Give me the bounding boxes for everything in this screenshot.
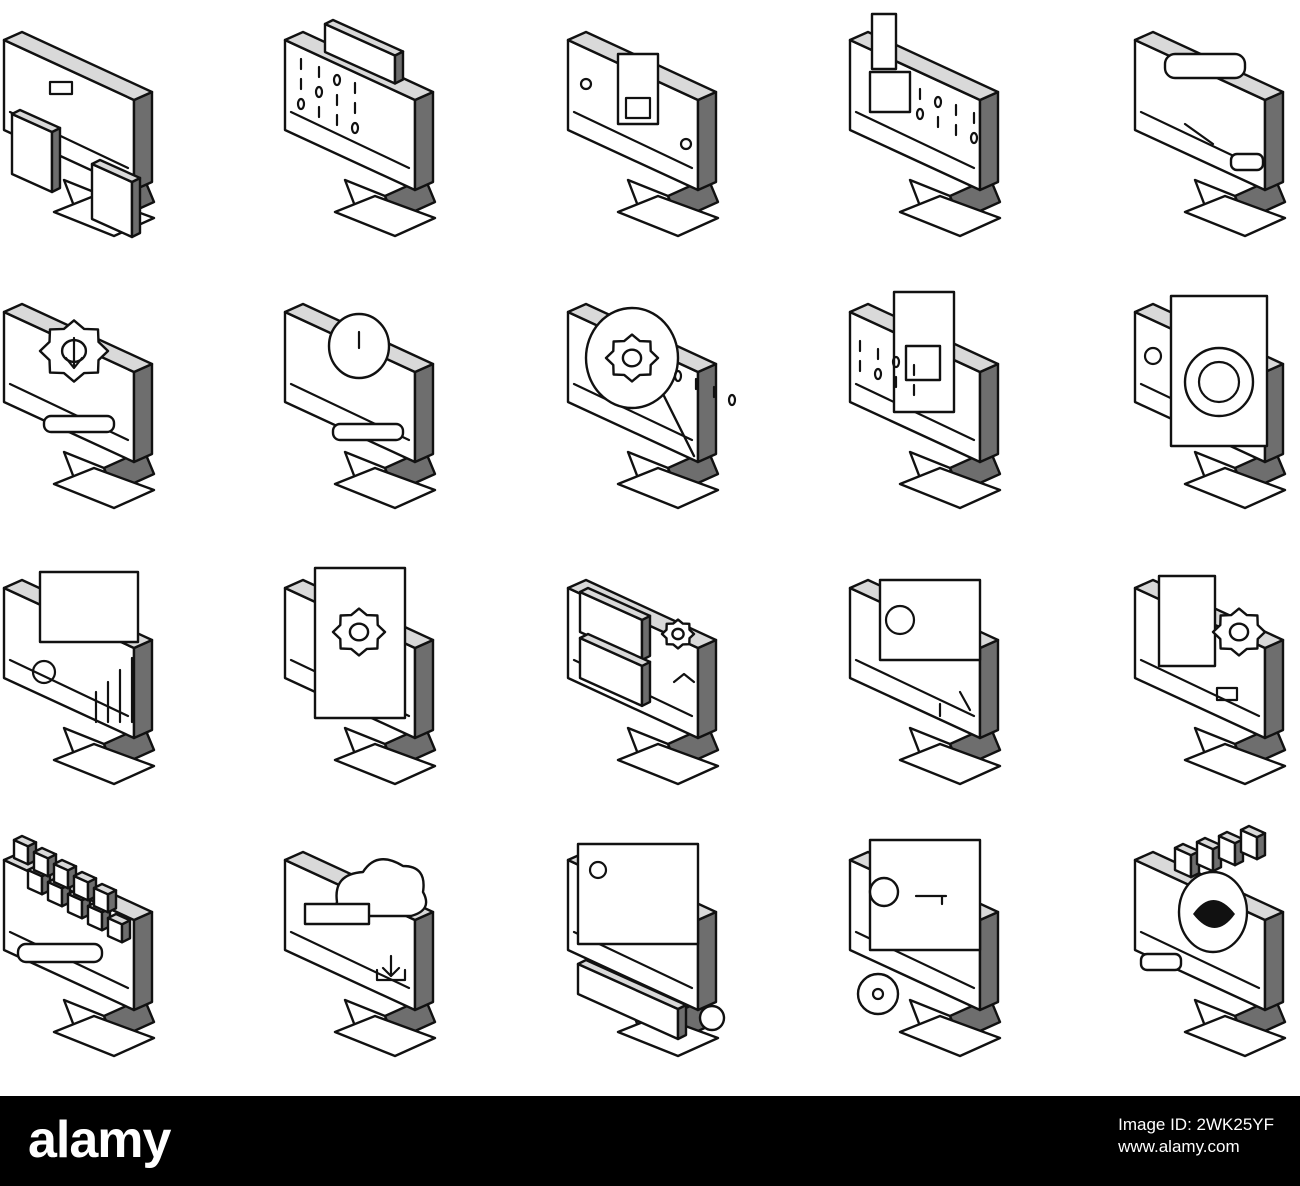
icon-grid-svg [2,12,1287,1058]
responsive-devices-icon [2,30,156,239]
circuit-board-monitor-icon [566,30,720,238]
clock-progress-monitor-icon [283,302,437,510]
gear-download-monitor-icon [2,302,156,510]
website-text: www.alamy.com [1118,1137,1240,1156]
database-tubes-monitor-icon [848,12,1002,238]
icon-grid [2,12,1287,1058]
gear-layout-monitor-icon [1133,574,1287,786]
gauge-wrench-monitor-icon [848,578,1002,786]
binary-folders-stack-icon [2,834,156,1058]
award-disc-key-icon [848,838,1002,1058]
alamy-logo: alamy [28,1111,171,1169]
lock-file-binary-icon [848,290,1002,510]
loading-bar-monitor-icon [1133,30,1287,238]
pie-chart-monitor-icon [1133,294,1287,510]
footer-bar: alamy Image ID: 2WK25YF www.alamy.com [0,1096,1300,1186]
magnifier-gear-monitor-icon [566,302,737,510]
image-id-text: Image ID: 2WK25YF [1118,1115,1274,1134]
binary-code-folder-icon [283,18,437,238]
user-folders-monitor-icon [1133,824,1287,1058]
broken-hardware-icon [566,842,726,1058]
image-id-block: Image ID: 2WK25YF www.alamy.com [1118,1114,1274,1158]
gear-document-monitor-icon [283,566,437,786]
cloud-download-monitor-icon [283,850,437,1058]
dashboard-bar-chart-icon [2,570,156,786]
server-stack-repair-icon [566,578,720,786]
